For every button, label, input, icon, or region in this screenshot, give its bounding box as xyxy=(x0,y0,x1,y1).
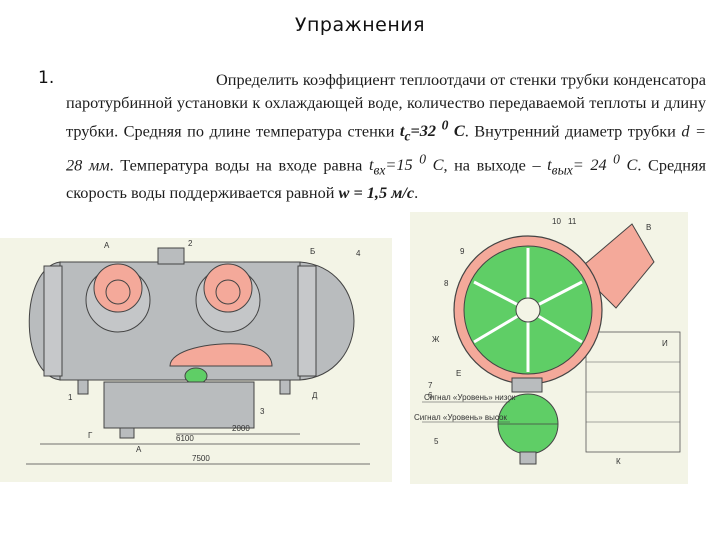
task-part-4: , на выходе – xyxy=(443,155,548,175)
dim-2000: 2000 xyxy=(232,424,250,433)
label-G: Г xyxy=(88,431,93,440)
label-K: К xyxy=(616,457,621,466)
label-n8: 8 xyxy=(444,279,449,288)
exercise-number: 1. xyxy=(38,68,55,88)
task-part-2: . Внутренний диаметр трубки xyxy=(464,121,682,141)
task-part-5: . Средняя скорость воды поддерживается р… xyxy=(66,155,706,203)
label-n9: 9 xyxy=(460,247,465,256)
label-I: И xyxy=(662,339,668,348)
task-part-1: Определить коэффициент теплоотдачи от ст… xyxy=(66,70,706,141)
label-Zh: Ж xyxy=(432,335,440,344)
label-A-bottom: А xyxy=(136,445,142,454)
task-text: Определить коэффициент теплоотдачи от ст… xyxy=(66,68,706,204)
task-part-6: . xyxy=(414,183,419,203)
condenser-side-view-figure: 2000 6100 7500 А А Б Г Д 1 2 3 4 xyxy=(0,238,392,482)
tube-bundle-right-hot xyxy=(203,263,253,313)
lower-tank xyxy=(103,381,255,429)
label-B: Б xyxy=(310,247,315,256)
label-n10: 10 xyxy=(552,217,561,226)
label-n6: 6 xyxy=(428,391,433,400)
signal-level-high: Сигнал «Уровень» высок xyxy=(414,413,507,422)
label-n4: 4 xyxy=(356,249,361,258)
label-E: Е xyxy=(456,369,461,378)
air-cooler-core xyxy=(515,297,541,323)
right-flange xyxy=(297,265,317,377)
label-A-top: А xyxy=(104,241,110,250)
top-nozzle xyxy=(157,247,185,265)
label-n2: 2 xyxy=(188,239,193,248)
tout-symbol: tвых= 24 0 С xyxy=(547,151,638,178)
label-B: В xyxy=(646,223,651,232)
task-part-3: . Температура воды на входе равна xyxy=(109,155,369,175)
tin-symbol: tвх=15 0 С xyxy=(368,151,444,178)
label-n11: 11 xyxy=(568,217,577,226)
dim-7500: 7500 xyxy=(192,454,210,463)
label-n5: 5 xyxy=(434,437,439,446)
label-n7: 7 xyxy=(428,381,433,390)
hotwell-region xyxy=(169,343,273,367)
tube-bundle-left-hot xyxy=(93,263,143,313)
velocity-eq: w = 1,5 м/с xyxy=(338,183,415,203)
slide-title: Упражнения xyxy=(294,14,426,36)
condenser-side-view-drawing: 2000 6100 7500 А А Б Г Д 1 2 3 4 xyxy=(26,239,370,465)
condenser-cross-section-drawing: Сигнал «Уровень» низок Сигнал «Уровень» … xyxy=(414,217,681,466)
label-n1: 1 xyxy=(68,393,73,402)
condenser-cross-section-figure: Сигнал «Уровень» низок Сигнал «Уровень» … xyxy=(410,212,688,484)
label-D: Д xyxy=(312,391,318,400)
dim-6100: 6100 xyxy=(176,434,194,443)
label-n3: 3 xyxy=(260,407,265,416)
tc-symbol: tc=32 0 С xyxy=(399,118,465,144)
signal-level-low: Сигнал «Уровень» низок xyxy=(424,393,516,402)
diameter-eq: d = 28 мм xyxy=(66,121,706,175)
left-flange xyxy=(43,265,63,377)
